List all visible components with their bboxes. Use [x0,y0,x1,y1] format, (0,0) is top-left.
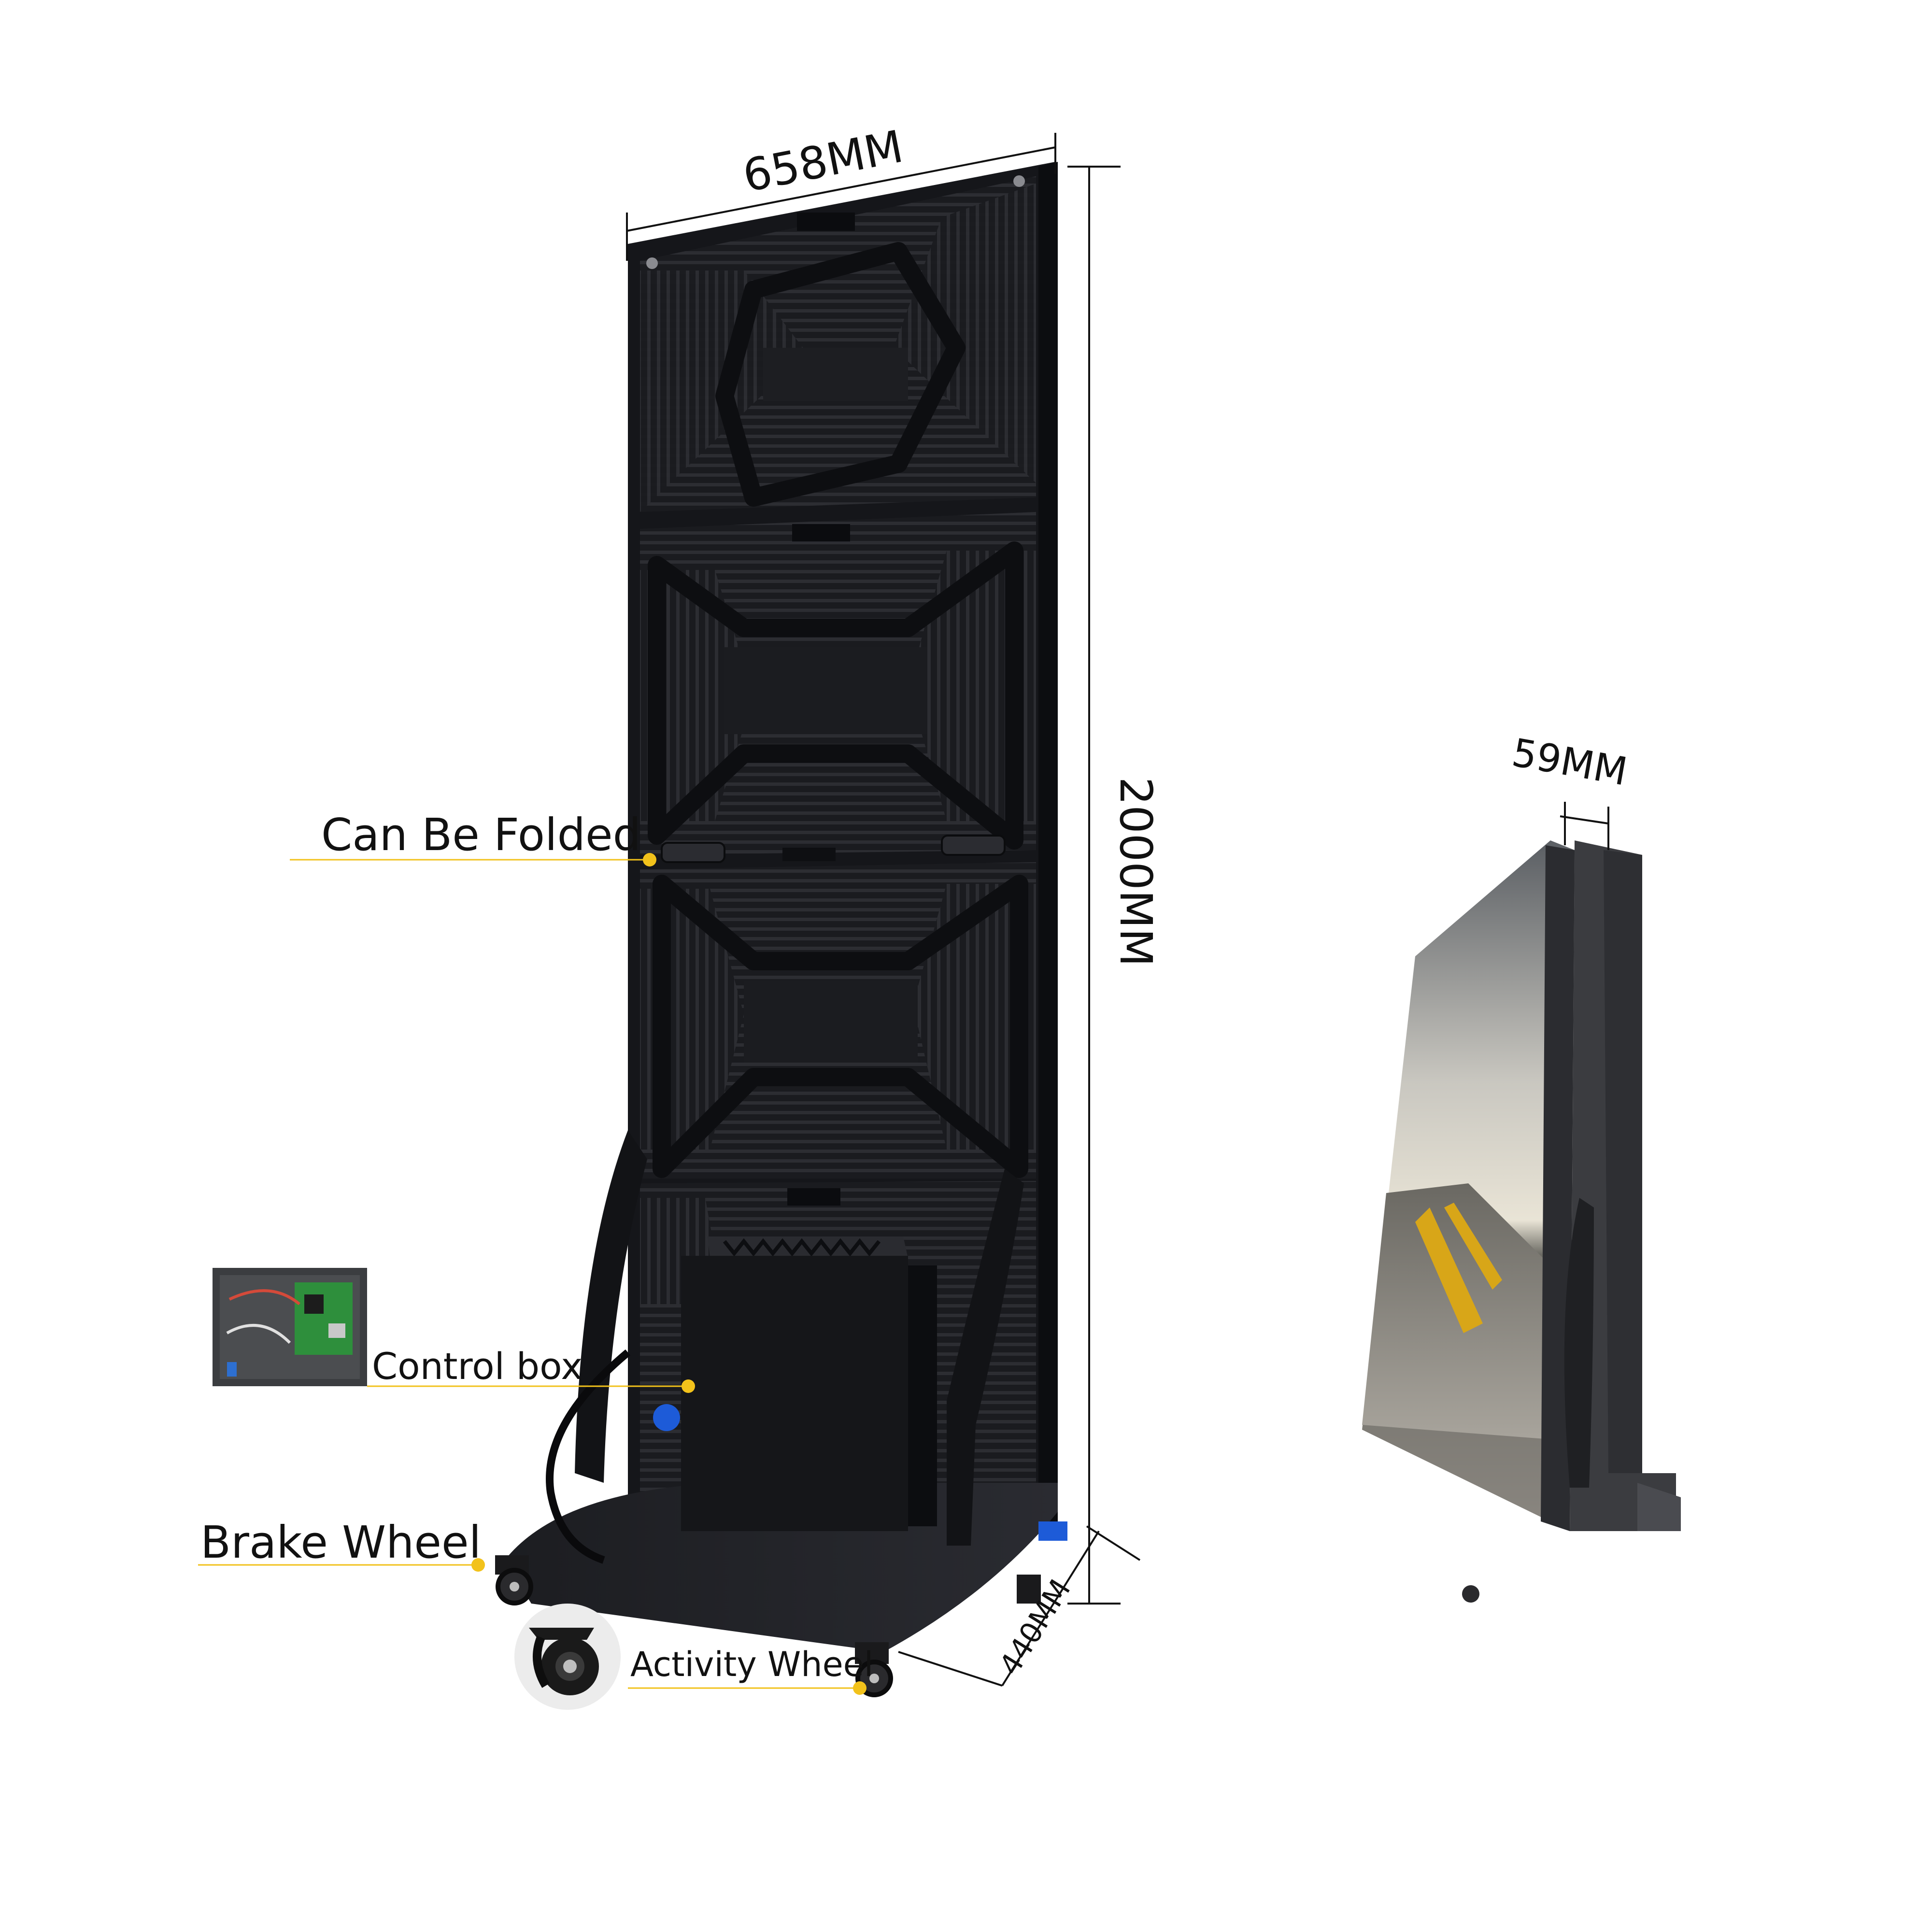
cabinet-x-brace [648,541,1023,850]
callout-brake-wheel-label: Brake Wheel [200,1517,481,1568]
width-dimension-label: 658MM [739,121,908,202]
brake-caster-icon [495,1555,533,1605]
callout-lines [198,859,860,1689]
road-yellow-line [1415,1208,1483,1333]
hinge-icon [661,835,1006,863]
corner-screw [1013,175,1025,187]
power-cable [546,1349,631,1564]
dimension-lines [626,133,1141,1687]
caster-wheel-photo [514,1604,621,1710]
callout-control-box-label: Control box [372,1345,582,1388]
cabinet-x-brace [715,242,966,507]
cabinet-side-edge [1038,162,1058,1536]
handle [787,1188,840,1206]
power-connector [653,1404,680,1431]
control-box [653,1236,937,1531]
floor-blue-edge [1038,1521,1067,1541]
caster-wheel [1462,1585,1479,1603]
handle [792,524,850,541]
height-dimension-label: 2000MM [1110,777,1162,967]
side-view-display [1362,802,1681,1603]
cabinet-module [640,512,1036,855]
cabinet-x-brace [653,875,1028,1178]
support-strut-left [575,1130,647,1483]
cabinet-module [640,176,1036,512]
cabinet-module [640,862,1036,1179]
callout-activity-wheel-label: Activity Wheel [630,1645,873,1684]
stand-base [505,1130,1067,1652]
callout-fold-label: Can Be Folded [321,809,641,861]
callout-dots [471,853,867,1695]
road-yellow-line [1444,1203,1502,1290]
circuit-board-photo [213,1268,367,1386]
support-strut-right [947,1169,1024,1546]
corner-screw [646,257,658,269]
handle [797,213,855,231]
thickness-dimension-label: 59MM [1509,730,1631,794]
